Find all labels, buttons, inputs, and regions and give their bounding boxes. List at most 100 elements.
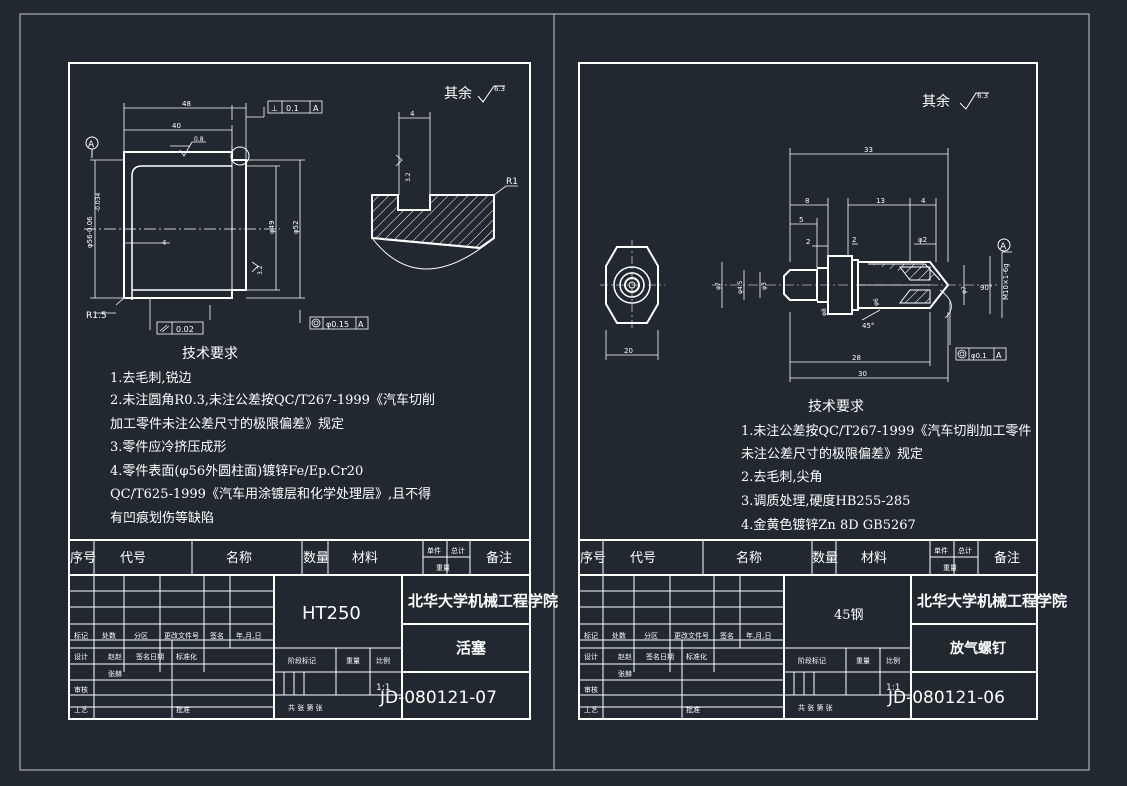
left-tb-r-stddate: 签名日期 [136, 652, 164, 661]
right-dimension-lines [721, 148, 1012, 382]
right-tb-h-single: 单件 [934, 546, 948, 555]
left-tech-title: 技术要求 [182, 346, 238, 362]
right-screw-view [712, 255, 1000, 315]
left-dim-dia56b: -0.034 [95, 192, 102, 212]
left-tb-r-sheets: 共 张 第 张 [288, 703, 323, 712]
right-tb-r-sc: 比例 [886, 656, 900, 665]
left-tb-part-name: 活塞 [456, 639, 487, 657]
right-tb-r-std: 标准化 [686, 652, 707, 661]
left-dim-40: 40 [172, 122, 181, 130]
left-tb-h-qty: 数量 [303, 551, 329, 566]
left-tb-rows: 标记 处数 分区 更改文件号 签名 年,月,日 设计 赵赵 签名日期 标准化 张… [74, 631, 390, 714]
right-gdt-pos [955, 347, 1007, 361]
left-sheet: 其余 6.3 A [68, 62, 558, 720]
left-tb-drawing-no: JD-080121-07 [379, 688, 497, 708]
right-tech-title: 技术要求 [808, 399, 864, 415]
right-dim-28: 28 [852, 354, 861, 362]
left-tb-r-doc: 更改文件号 [164, 631, 199, 640]
right-tb-r-check: 审核 [584, 685, 598, 694]
right-dim-phi7: φ7 [715, 282, 722, 290]
left-tb-r-stage: 阶段标记 [288, 656, 316, 665]
right-tb-h-mat: 材料 [861, 551, 887, 566]
left-dim-48: 48 [182, 100, 191, 108]
left-roughness-value: 6.3 [494, 85, 505, 93]
left-gdt-cyl-tol: 0.02 [176, 325, 194, 334]
right-tech-line-2: 未注公差尺寸的极限偏差》规定 [741, 446, 923, 462]
left-tb-r-count: 处数 [102, 631, 116, 640]
right-border [578, 62, 1038, 720]
left-tech-line-1: 1.去毛刺,锐边 [110, 371, 192, 386]
left-tb-h-name: 名称 [226, 550, 252, 566]
left-roughness-symbol-icon [477, 85, 505, 103]
left-title-block [68, 539, 531, 720]
left-dim-4: 4 [162, 239, 167, 247]
left-gdt-pos-tol: φ0.15 [326, 320, 349, 329]
right-tb-r-sign: 签名 [720, 631, 734, 640]
right-tb-r-signer: 赵赵 [618, 652, 632, 661]
right-dim-phi4: φ4.5 [737, 280, 744, 294]
right-dim-2b: 2 [852, 236, 856, 244]
right-tb-drawing-no: JD-080121-06 [887, 688, 1005, 708]
left-other-roughness: 其余 [444, 85, 472, 102]
right-tech-line-1: 1.未注公差按QC/T267-1999《汽车切削加工零件 [741, 423, 1031, 439]
right-title-block [578, 539, 1038, 720]
right-tb-r-wt: 重量 [856, 657, 870, 665]
right-tb-r-proc: 工艺 [584, 706, 598, 714]
left-roughness-32-icon [251, 261, 259, 273]
left-tech-line-5: 4.零件表面(φ56外圆柱面)镀锌Fe/Ep.Cr20 [110, 463, 363, 479]
left-rough-08: 0.8 [194, 136, 204, 143]
right-tb-h-qty: 数量 [812, 551, 838, 566]
left-tb-school: 北华大学机械工程学院 [408, 592, 558, 610]
left-dim-d49: φ49 [268, 220, 276, 234]
left-tech-line-2: 2.未注圆角R0.3,未注公差按QC/T267-1999《汽车切削 [110, 392, 435, 408]
left-tb-r-date: 年,月,日 [236, 631, 261, 640]
right-dim-phi2: φ2 [918, 236, 927, 244]
right-tb-r-mark: 标记 [584, 631, 598, 640]
left-detail-rough: 3.2 [405, 172, 412, 182]
left-detail-roughness-icon [395, 154, 403, 167]
left-tb-h-weight: 重量 [436, 564, 450, 572]
right-datum-a-icon [997, 238, 1011, 252]
right-tb-r-stddate: 签名日期 [646, 652, 674, 661]
left-detail-view [371, 112, 518, 270]
left-tb-r-std: 标准化 [176, 652, 197, 661]
left-gdt-perp [267, 100, 323, 114]
right-tb-part-name: 放气螺钉 [949, 640, 1006, 657]
left-tb-r-proc: 工艺 [74, 706, 88, 714]
right-dim-20: 20 [624, 347, 633, 355]
right-tb-material: 45钢 [834, 608, 864, 623]
right-tech-line-4: 3.调质处理,硬度HB255-285 [741, 493, 910, 509]
right-tb-r-stage: 阶段标记 [798, 656, 826, 665]
right-sheet: 其余 6.3 20 [578, 62, 1067, 720]
right-tb-r-count: 处数 [612, 631, 626, 640]
right-hex-view [600, 240, 665, 360]
left-tb-h-total: 总计 [451, 546, 465, 555]
left-border [68, 62, 531, 720]
right-dim-2a: 2 [806, 238, 810, 246]
left-gdt-perp-symbol: ⊥ [271, 104, 278, 113]
right-tb-h-weight: 重量 [943, 564, 957, 572]
right-tb-r-sheets: 共 张 第 张 [798, 703, 833, 712]
right-dim-30: 30 [858, 370, 867, 378]
left-tb-r-approve: 批准 [176, 705, 190, 714]
right-datum-a-label: A [1000, 242, 1007, 252]
left-tb-r-signer: 赵赵 [108, 652, 122, 661]
right-tech-line-3: 2.去毛刺,尖角 [741, 470, 823, 485]
right-dim-phi6: φ6 [873, 298, 880, 306]
right-roughness-value: 6.3 [977, 92, 988, 100]
right-dim-8: 8 [805, 197, 809, 205]
right-tb-rows: 标记 处数 分区 更改文件号 签名 年,月,日 设计 赵赵 签名日期 标准化 张… [584, 631, 900, 714]
left-dim-r15: R1.5 [86, 311, 107, 321]
left-tb-material: HT250 [302, 603, 361, 624]
left-tb-r-mark: 标记 [74, 631, 88, 640]
left-tb-r-sign: 签名 [210, 631, 224, 640]
right-tb-school: 北华大学机械工程学院 [917, 592, 1067, 610]
right-roughness-symbol-icon [959, 92, 989, 110]
left-part-profile [123, 151, 247, 300]
left-tb-designer: 张赫 [108, 669, 122, 678]
right-tb-r-design: 设计 [584, 652, 598, 661]
right-dim-m10: M10×1-6g [1002, 263, 1010, 300]
left-tb-scale: 1:1 [376, 683, 390, 693]
right-tb-r-doc: 更改文件号 [674, 631, 709, 640]
